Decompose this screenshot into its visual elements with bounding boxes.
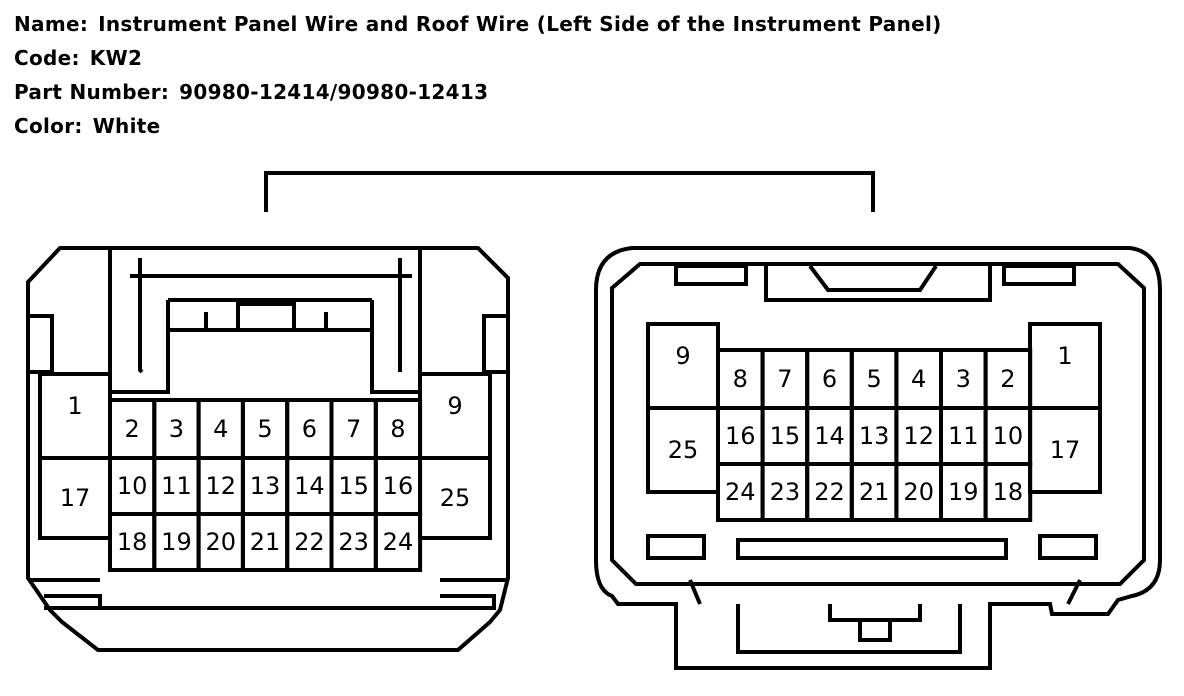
pin-11: 11	[161, 472, 192, 500]
code-value: KW2	[89, 46, 143, 70]
pin-20: 20	[903, 478, 934, 506]
pin-25: 25	[440, 484, 471, 512]
pin-11: 11	[948, 422, 979, 450]
code-label: Code:	[14, 46, 80, 70]
pin-17: 17	[1050, 436, 1081, 464]
code-line: Code: KW2	[14, 46, 142, 70]
part-number-label: Part Number:	[14, 80, 170, 104]
pin-12: 12	[903, 422, 934, 450]
pin-15: 15	[338, 472, 369, 500]
name-line: Name: Instrument Panel Wire and Roof Wire…	[14, 12, 942, 36]
color-line: Color: White	[14, 114, 160, 138]
pin-9: 9	[447, 392, 462, 420]
pin-20: 20	[205, 528, 236, 556]
pin-2: 2	[125, 415, 140, 443]
pin-22: 22	[294, 528, 325, 556]
pin-15: 15	[770, 422, 801, 450]
pin-21: 21	[250, 528, 281, 556]
pin-19: 19	[948, 478, 979, 506]
pin-19: 19	[161, 528, 192, 556]
right-connector-pins: 9 25 1 17 8 7 6 5 4 3 2 16 15 14 13 12 11 10 24 23 22 21 20 19 1…	[646, 322, 1102, 522]
pin-13: 13	[859, 422, 890, 450]
pin-24-cell	[373, 512, 423, 572]
pin-23: 23	[338, 528, 369, 556]
pin-14: 14	[814, 422, 845, 450]
part-number-line: Part Number: 90980-12414/90980-12413	[14, 80, 488, 104]
connector-bracket	[264, 171, 875, 212]
pin-3: 3	[169, 415, 184, 443]
pin-23: 23	[770, 478, 801, 506]
pin-7: 7	[346, 415, 361, 443]
pin-10: 10	[993, 422, 1024, 450]
pin-18: 18	[993, 478, 1024, 506]
color-label: Color:	[14, 114, 83, 138]
pin-18: 18	[117, 528, 148, 556]
pin-7: 7	[777, 365, 792, 393]
pin-8: 8	[390, 415, 405, 443]
pin-18-cell	[983, 462, 1033, 522]
left-connector-body	[26, 246, 510, 652]
pin-4: 4	[911, 365, 926, 393]
right-connector-body	[594, 246, 1162, 670]
pin-4: 4	[213, 415, 228, 443]
pin-24: 24	[725, 478, 756, 506]
pin-16: 16	[383, 472, 414, 500]
pin-10: 10	[117, 472, 148, 500]
pin-1: 1	[1057, 342, 1072, 370]
pin-25: 25	[668, 436, 699, 464]
pin-17: 17	[60, 484, 91, 512]
pin-6: 6	[822, 365, 837, 393]
pin-12: 12	[205, 472, 236, 500]
pin-21: 21	[859, 478, 890, 506]
name-label: Name:	[14, 12, 89, 36]
pin-9: 9	[675, 342, 690, 370]
pin-24: 24	[383, 528, 414, 556]
name-value: Instrument Panel Wire and Roof Wire (Lef…	[98, 12, 942, 36]
pin-22: 22	[814, 478, 845, 506]
pin-5: 5	[866, 365, 881, 393]
pin-8: 8	[733, 365, 748, 393]
part-number-value: 90980-12414/90980-12413	[179, 80, 489, 104]
color-value: White	[92, 114, 161, 138]
pin-13: 13	[250, 472, 281, 500]
pin-14: 14	[294, 472, 325, 500]
pin-6: 6	[302, 415, 317, 443]
pin-2: 2	[1000, 365, 1015, 393]
pin-5: 5	[257, 415, 272, 443]
pin-16: 16	[725, 422, 756, 450]
pin-1: 1	[67, 392, 82, 420]
pin-3: 3	[956, 365, 971, 393]
